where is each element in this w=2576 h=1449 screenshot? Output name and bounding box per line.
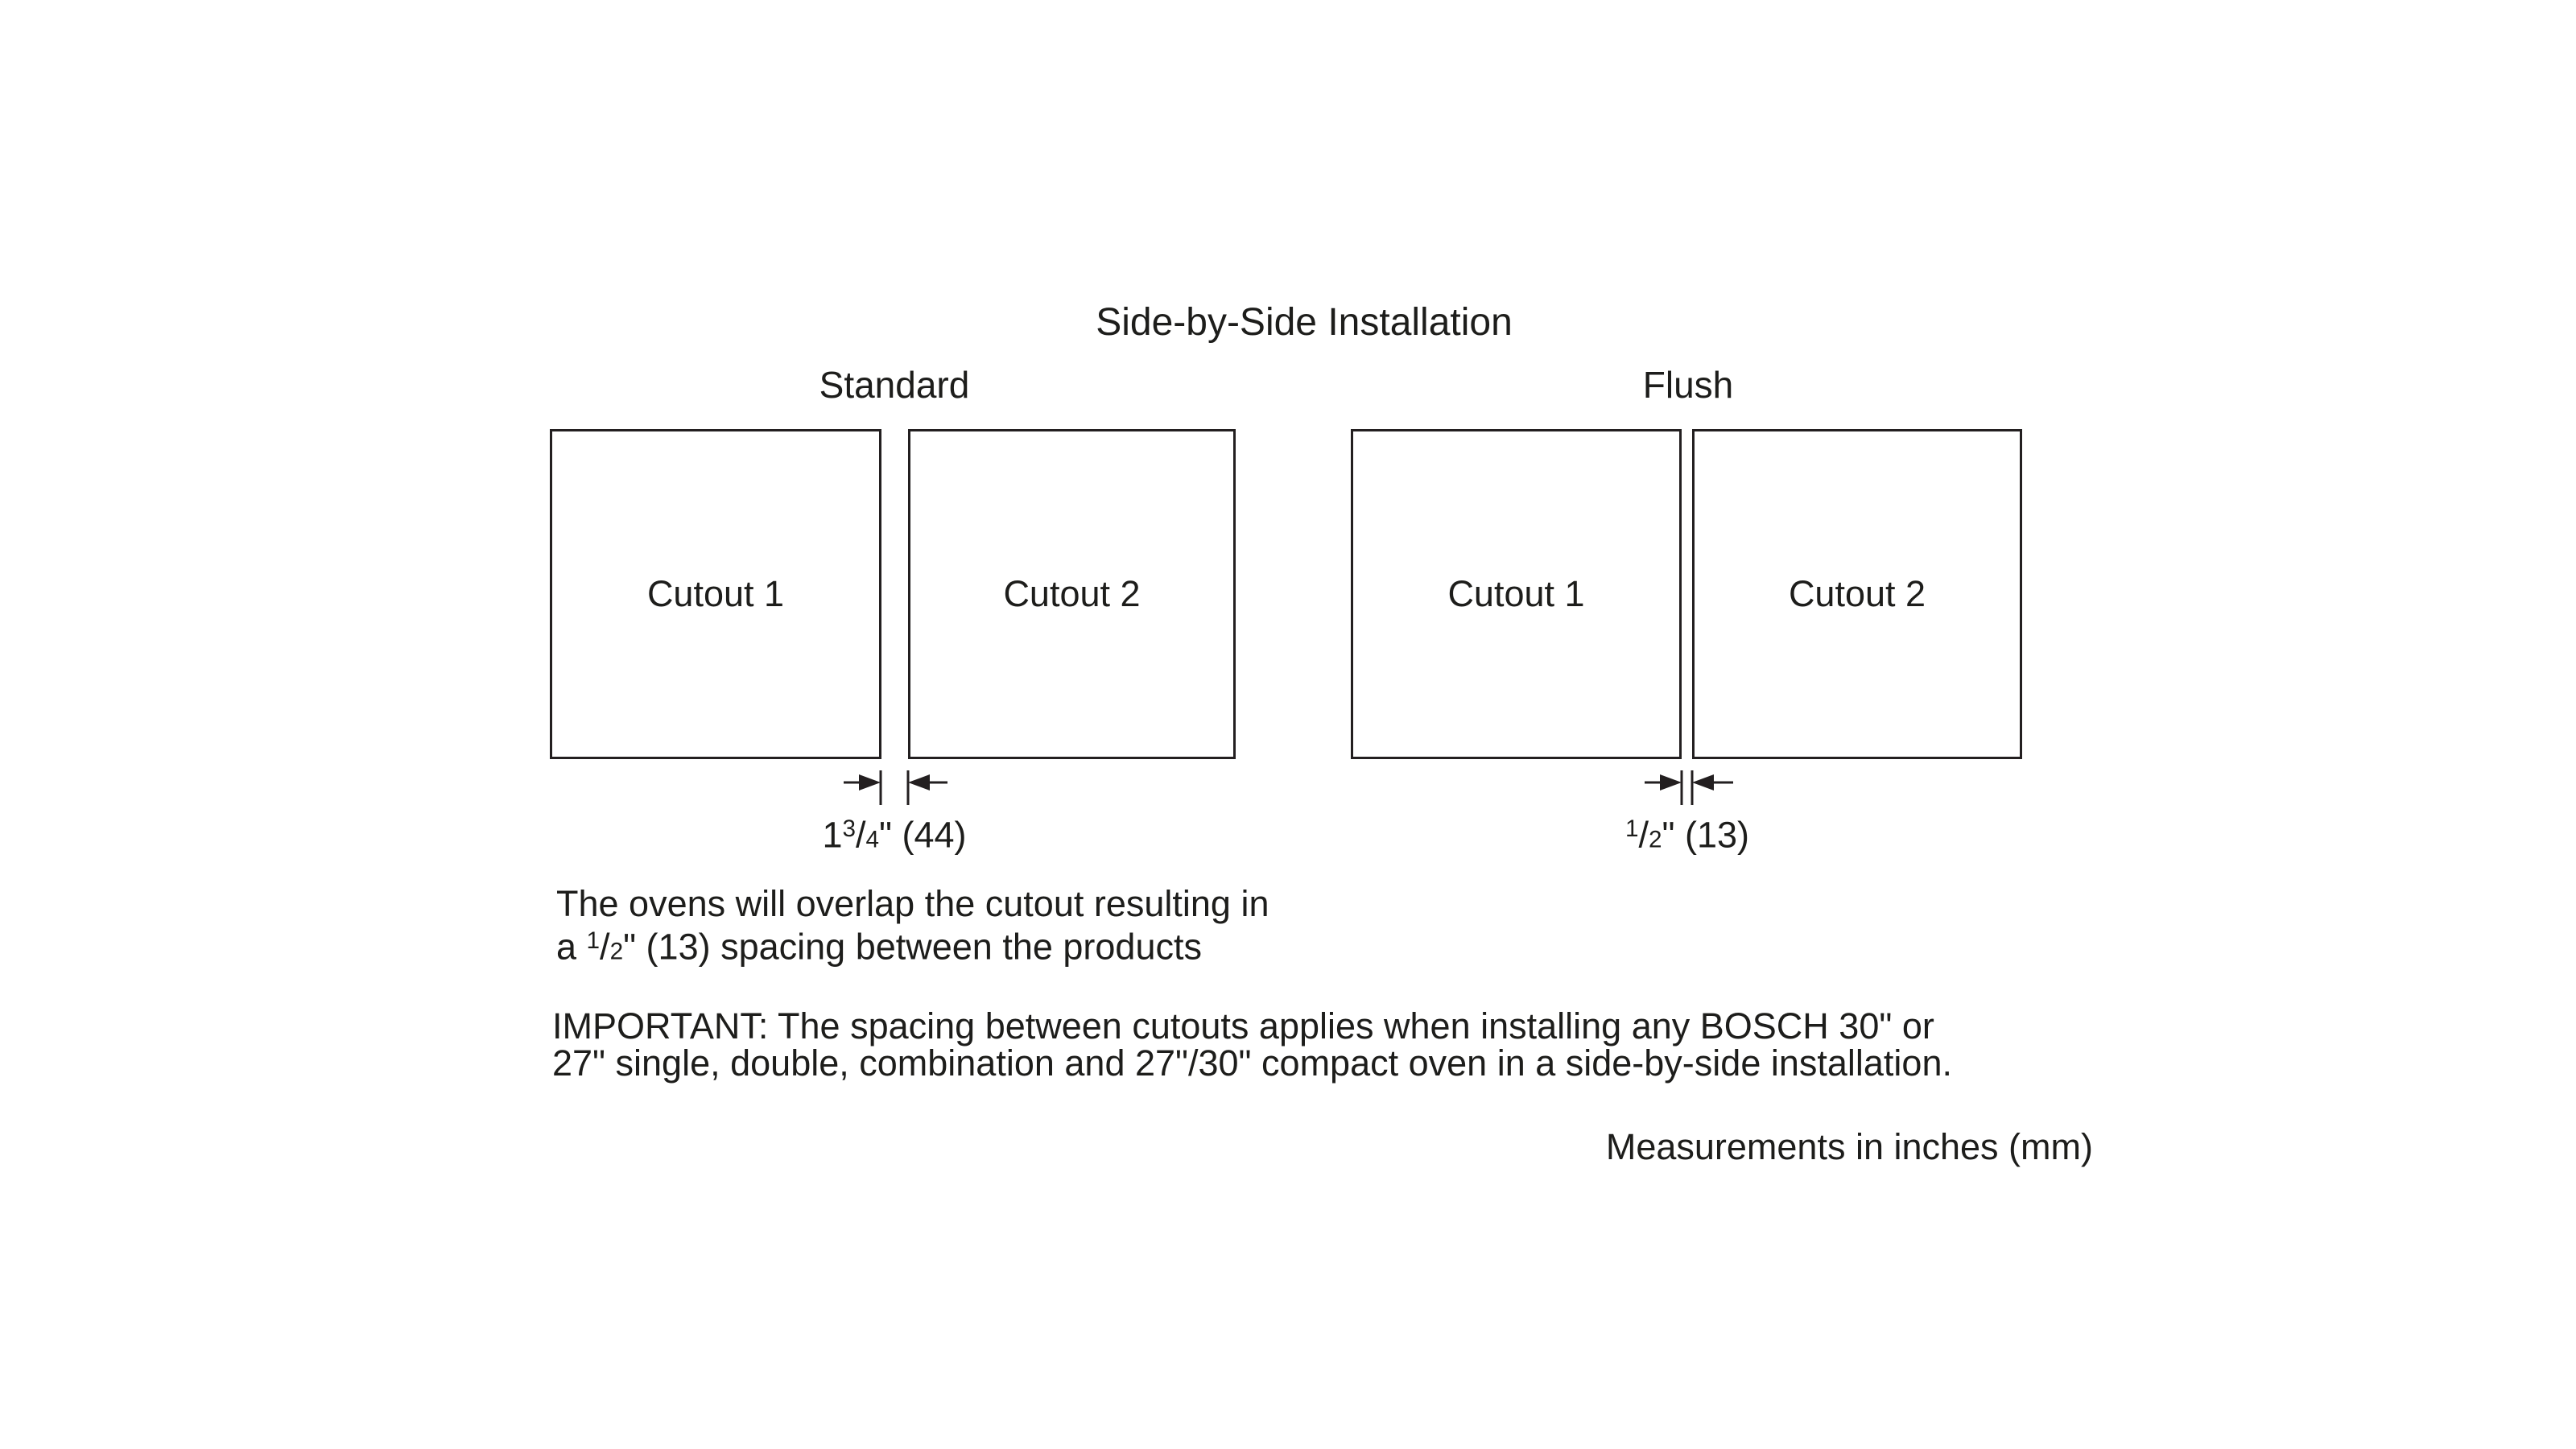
overlap-note: The ovens will overlap the cutout result… — [556, 886, 1269, 970]
dimension-numerator: 1 — [1624, 815, 1639, 842]
cutout-label: Cutout 2 — [1003, 573, 1141, 614]
flush-cutout-1-box: Cutout 1 — [1351, 429, 1682, 759]
fraction-denominator: 2 — [609, 938, 624, 965]
flush-cutout-2-box: Cutout 2 — [1692, 429, 2022, 759]
dimension-numerator: 3 — [842, 815, 856, 842]
dimension-suffix: " (13) — [1662, 814, 1750, 856]
important-note-line1: IMPORTANT: The spacing between cutouts a… — [552, 1005, 1934, 1046]
section-label-flush: Flush — [1642, 364, 1734, 406]
dimension-denominator: 4 — [865, 826, 880, 853]
cutout-label: Cutout 2 — [1788, 573, 1926, 614]
section-label-standard: Standard — [819, 364, 970, 406]
dimension-whole: 1 — [822, 814, 843, 856]
diagram-title: Side-by-Side Installation — [1096, 301, 1513, 344]
overlap-note-line2-suffix: " (13) spacing between the products — [623, 926, 1202, 968]
dimension-label-standard: 13/4" (44) — [733, 805, 1055, 864]
measurements-note: Measurements in inches (mm) — [1605, 1126, 2093, 1167]
cutout-label: Cutout 1 — [646, 573, 785, 614]
dimension-arrow-icon — [844, 770, 947, 805]
standard-cutout-1-box: Cutout 1 — [550, 429, 881, 759]
cutout-label: Cutout 1 — [1447, 573, 1585, 614]
overlap-note-line2: a 1/2" (13) spacing between the products — [556, 923, 1269, 970]
standard-cutout-2-box: Cutout 2 — [908, 429, 1236, 759]
overlap-note-line1: The ovens will overlap the cutout result… — [556, 883, 1269, 924]
important-note-line2: 27" single, double, combination and 27"/… — [552, 1042, 1952, 1084]
fraction-numerator: 1 — [586, 927, 601, 954]
important-note: IMPORTANT: The spacing between cutouts a… — [552, 1008, 1952, 1082]
dimension-arrow-icon — [1645, 770, 1733, 805]
dimension-denominator: 2 — [1649, 826, 1662, 853]
dimension-slash: / — [1638, 814, 1649, 856]
dimension-label-flush: 1/2" (13) — [1526, 805, 1848, 864]
overlap-note-line2-prefix: a — [556, 926, 587, 968]
fraction-slash: / — [600, 926, 610, 968]
dimension-suffix: " (44) — [879, 814, 967, 856]
dimension-slash: / — [856, 814, 866, 856]
